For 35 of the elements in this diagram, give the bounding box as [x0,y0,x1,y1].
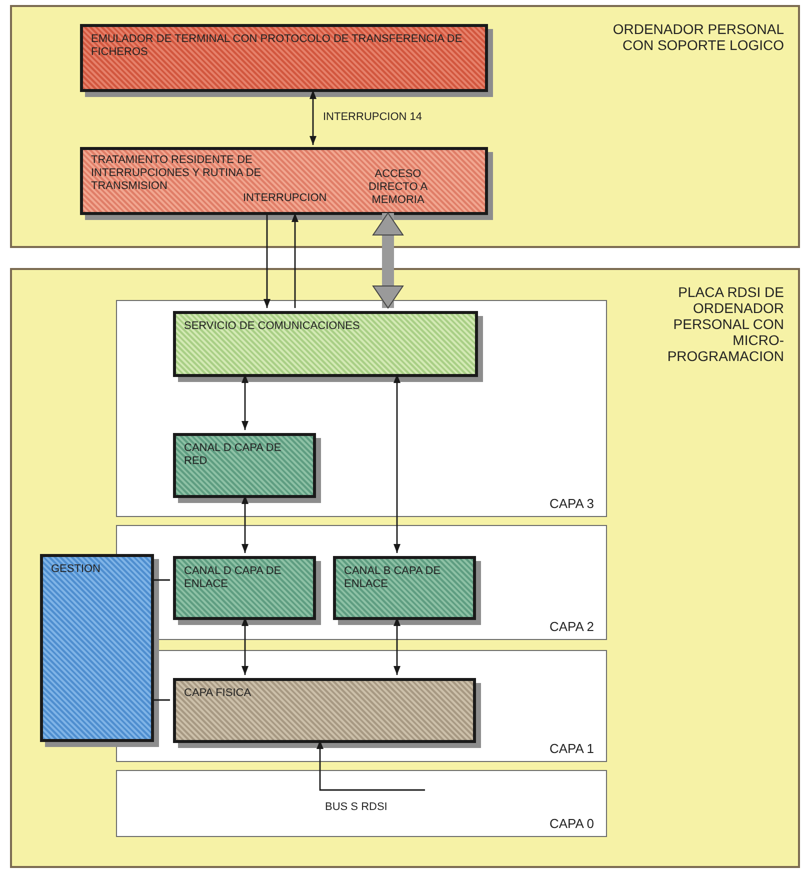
layer-band [116,650,607,762]
node-text: CAPA 2 [549,620,594,633]
node-text: ORDENADOR PERSONAL CON SOPORTE LOGICO [612,21,784,53]
node-text: CANAL B CAPA DE ENLACE [344,565,442,591]
arrow [292,213,298,308]
node-text: CANAL D CAPA DE ENLACE [184,565,282,591]
node-text: SERVICIO DE COMUNICACIONES [184,320,361,333]
node-text: TRATAMIENTO RESIDENTE DE INTERRUPCIONES Y RUTINA DE TRANSMISION [91,154,262,193]
node-text: CAPA 0 [549,817,594,830]
double-arrow [372,212,404,308]
node-text: CAPA 3 [549,497,594,510]
layer-band [116,300,607,517]
node-text: ACCESO DIRECTO A MEMORIA [367,168,429,207]
arrow [264,213,270,308]
arrow [394,374,400,553]
layer-band [116,770,607,837]
node-text: EMULADOR DE TERMINAL CON PROTOCOLO DE TRANSFERENCIA DE FICHEROS [91,33,464,59]
node-text: GESTION [51,563,102,576]
panel-background [10,268,800,868]
arrow [316,740,425,791]
arrow [242,617,248,675]
arrow [242,495,248,553]
arrow [242,374,248,430]
node-text: PLACA RDSI DE ORDENADOR PERSONAL CON MICRO-PROGRAMACION [666,284,784,364]
node-text: CANAL D CAPA DE RED [184,442,282,468]
layer-band [116,525,607,640]
connector-line [152,699,170,701]
connector-line [152,579,170,581]
arrow [394,617,400,675]
node-text: INTERRUPCION [243,192,328,205]
node-text: CAPA FISICA [184,687,252,700]
arrow [310,90,316,145]
node-text: BUS S RDSI [325,801,388,814]
node-text: CAPA 1 [549,742,594,755]
panel-background [10,5,800,248]
